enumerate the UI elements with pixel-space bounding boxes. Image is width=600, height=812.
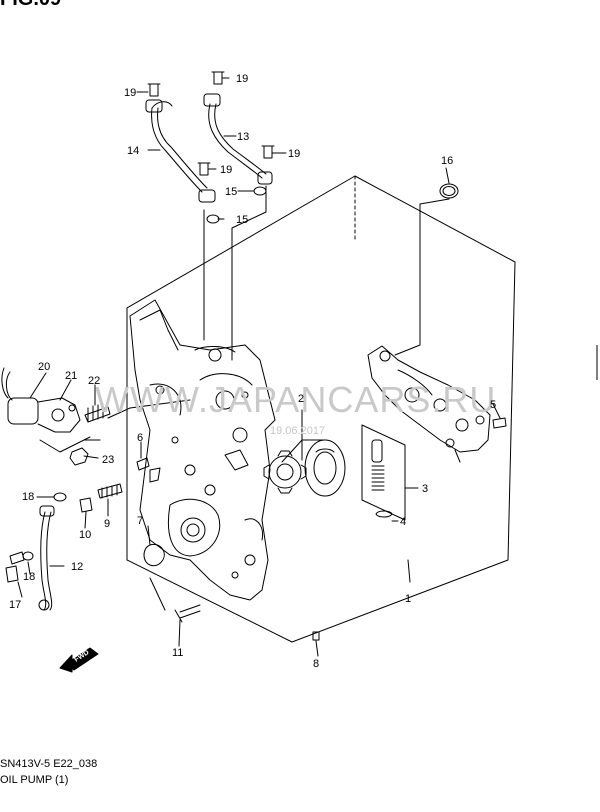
- callout-18b: 18: [23, 571, 35, 583]
- o-ring: [439, 183, 459, 199]
- callout-21: 21: [65, 370, 77, 382]
- callout-22: 22: [88, 375, 100, 387]
- assembly-box: [126, 175, 516, 643]
- callout-5: 5: [490, 399, 496, 411]
- oil-pipe-13: [203, 93, 273, 185]
- oil-pipe-14: [145, 99, 216, 203]
- callout-17: 17: [9, 599, 21, 611]
- figure-title: FIG.09: [0, 0, 61, 11]
- callout-3: 3: [422, 483, 428, 495]
- callout-12: 12: [71, 561, 83, 573]
- callout-15a: 15: [225, 186, 237, 198]
- callout-11: 11: [172, 647, 183, 659]
- callout-10: 10: [79, 529, 91, 541]
- union-bolt-19: [147, 71, 275, 176]
- footer-title: OIL PUMP (1): [0, 774, 69, 786]
- callout-6: 6: [137, 432, 143, 444]
- callout-23: 23: [102, 454, 114, 466]
- callout-19d: 19: [288, 148, 300, 160]
- callout-20: 20: [38, 361, 50, 373]
- callout-18a: 18: [22, 491, 34, 503]
- callout-7: 7: [137, 515, 143, 527]
- watermark-text: WWW.JAPANCARS.RU: [95, 379, 496, 420]
- callout-19a: 19: [124, 87, 136, 99]
- oil-pump-cover: [367, 345, 491, 463]
- callout-9: 9: [104, 518, 110, 530]
- oil-control-valve: [1, 367, 81, 433]
- callout-15b: 15: [236, 214, 248, 226]
- watermark-date: 19.06.2017: [270, 425, 325, 437]
- oil-pipe-12: [5, 505, 55, 611]
- small-fasteners: [53, 403, 507, 641]
- chain-cover-housing: [129, 299, 276, 601]
- callout-19c: 19: [220, 164, 232, 176]
- fwd-arrow-icon: [59, 647, 99, 673]
- callout-14: 14: [127, 145, 139, 157]
- callout-1: 1: [405, 593, 411, 605]
- leader-lines: [17, 77, 501, 657]
- callout-13: 13: [237, 131, 249, 143]
- callout-16: 16: [441, 155, 453, 167]
- relief-valve-group: [361, 424, 406, 521]
- callout-4: 4: [400, 516, 406, 528]
- callout-2: 2: [298, 393, 304, 405]
- footer-code: SN413V-5 E22_038: [0, 758, 98, 770]
- callout-8: 8: [313, 658, 319, 670]
- oil-pump-rotor: [263, 439, 346, 497]
- callout-19b: 19: [236, 73, 248, 85]
